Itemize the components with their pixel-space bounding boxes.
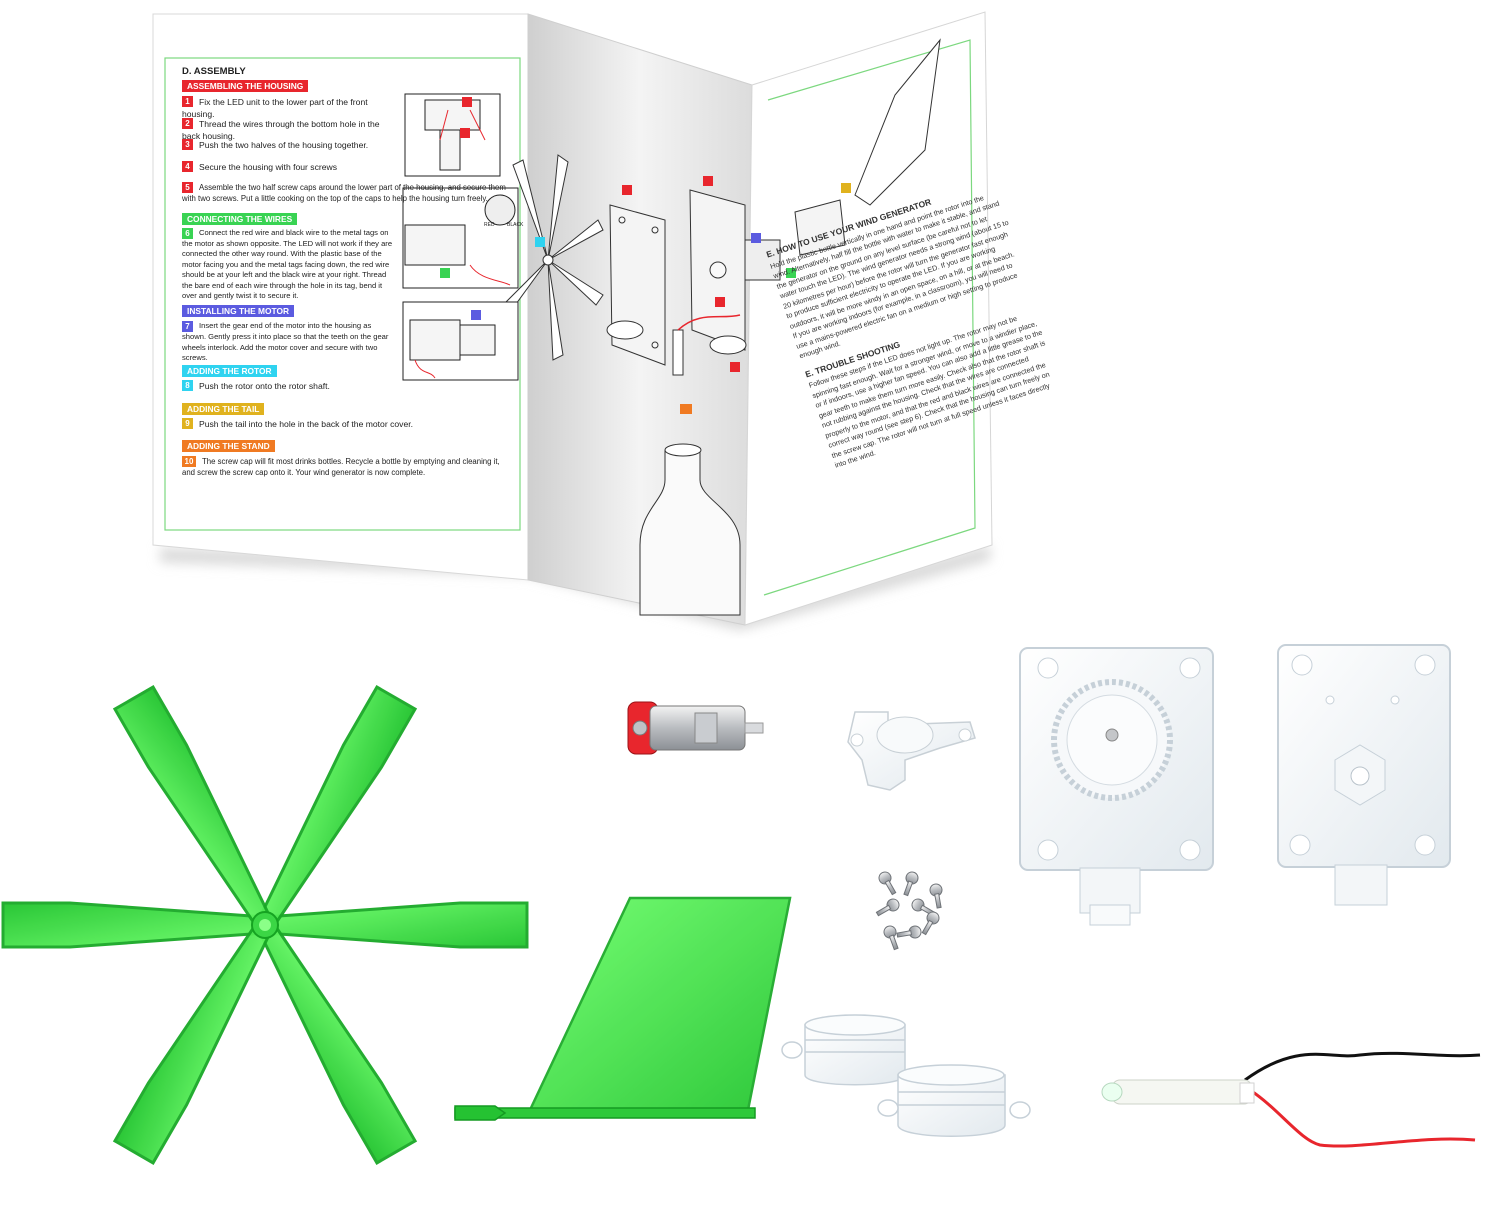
section-housing: ASSEMBLING THE HOUSING <box>182 80 309 92</box>
motor <box>627 701 764 755</box>
instruction-booklet <box>152 11 993 630</box>
motor-cover <box>847 711 976 791</box>
booklet-right-page <box>744 11 993 626</box>
section-rotor: ADDING THE ROTOR <box>182 365 277 377</box>
section-tail: ADDING THE TAIL <box>182 403 265 415</box>
screws <box>875 871 943 951</box>
assembly-title: D. ASSEMBLY <box>182 66 246 77</box>
section-wires: CONNECTING THE WIRES <box>182 213 298 225</box>
led-unit <box>1101 1051 1481 1148</box>
front-housing <box>1019 647 1214 926</box>
label-black: BLACK <box>507 222 524 228</box>
rotor-blades <box>1 685 529 1165</box>
section-motor: INSTALLING THE MOTOR <box>182 305 295 317</box>
label-red: RED <box>484 222 495 228</box>
tail-fin <box>454 896 792 1121</box>
screw-caps <box>781 1014 1031 1137</box>
back-housing <box>1277 644 1451 906</box>
section-stand: ADDING THE STAND <box>182 440 275 452</box>
